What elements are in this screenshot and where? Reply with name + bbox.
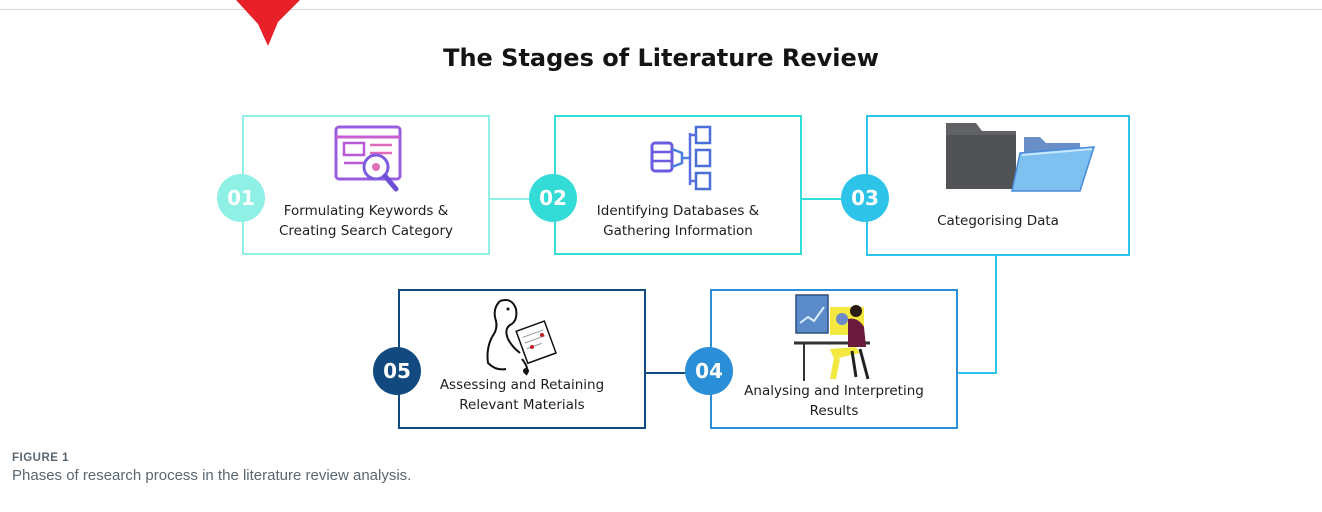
top-rule — [0, 9, 1322, 10]
stage-05-box: Assessing and Retaining Relevant Materia… — [398, 289, 646, 429]
folder-icon — [946, 123, 1096, 192]
connector-03-04-horizontal — [958, 372, 996, 374]
database-icon — [650, 125, 712, 191]
connector-03-04 — [994, 256, 997, 374]
analyst-at-desk-icon — [794, 294, 870, 381]
stage-02-box: Identifying Databases & Gathering Inform… — [554, 115, 802, 255]
stage-01-label-line1: Formulating Keywords & — [283, 203, 449, 219]
stage-03-label-line1: Categorising Data — [937, 213, 1059, 229]
stage-05-label-line1: Assessing and Retaining — [439, 377, 605, 393]
stage-02-number-badge: 02 — [529, 174, 577, 222]
bookmark-icon — [236, 0, 300, 46]
stage-01-box: Formulating Keywords & Creating Search C… — [242, 115, 490, 255]
stage-03-number-badge: 03 — [841, 174, 889, 222]
person-reviewing-document-icon — [486, 299, 557, 376]
stage-01-number-badge: 01 — [217, 174, 265, 222]
figure-caption: Phases of research process in the litera… — [12, 467, 412, 484]
stage-05-label-line2: Relevant Materials — [459, 397, 585, 413]
diagram-title: The Stages of Literature Review — [443, 44, 879, 72]
stage-04-label-line1: Analysing and Interpreting — [744, 383, 924, 399]
connector-01-02 — [490, 198, 554, 200]
stage-05-number-badge: 05 — [373, 347, 421, 395]
stage-04-label-line2: Results — [809, 403, 859, 419]
stage-02-label-line1: Identifying Databases & — [596, 203, 760, 219]
stage-02-label-line2: Gathering Information — [603, 223, 753, 239]
figure-label: FIGURE 1 — [12, 452, 70, 464]
stage-03-box: Categorising Data — [866, 115, 1130, 256]
connector-02-03 — [802, 198, 866, 200]
connector-04-05 — [646, 372, 710, 374]
stage-04-box: Analysing and Interpreting Results — [710, 289, 958, 429]
stage-01-label-line2: Creating Search Category — [278, 223, 454, 239]
search-keywords-icon — [334, 125, 402, 192]
stage-04-number-badge: 04 — [685, 347, 733, 395]
